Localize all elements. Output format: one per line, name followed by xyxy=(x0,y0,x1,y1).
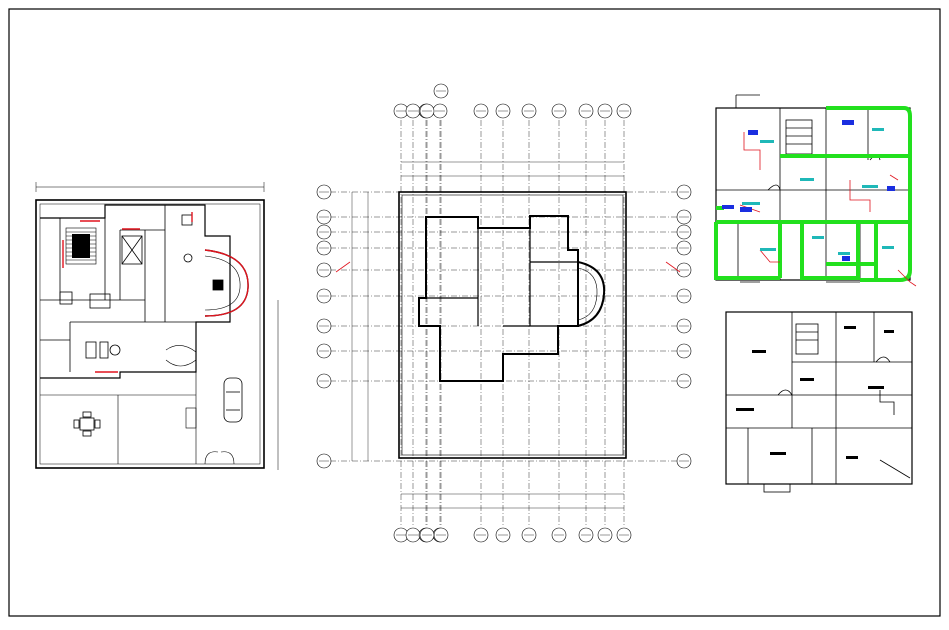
ground-floor-layout-plan xyxy=(35,182,279,470)
sheet-border xyxy=(8,8,941,617)
curved-bay-outline xyxy=(577,261,606,327)
plinth-outline xyxy=(398,191,627,459)
red-leader xyxy=(335,261,351,273)
electrical-layout-lower-labels xyxy=(736,326,894,459)
electrical-layout-upper-labels xyxy=(722,120,895,261)
electrical-layout-lower xyxy=(725,311,913,493)
electrical-layout-upper-highlight xyxy=(714,106,912,282)
electrical-layout-upper-circuits xyxy=(739,132,917,287)
electrical-layout-upper xyxy=(715,94,911,283)
plinth-inner-outline xyxy=(401,194,624,456)
curved-bay-inner xyxy=(577,267,598,321)
column-grid-plan xyxy=(316,83,692,543)
layout-plan-red-accents xyxy=(62,212,249,373)
red-leader xyxy=(665,261,681,273)
